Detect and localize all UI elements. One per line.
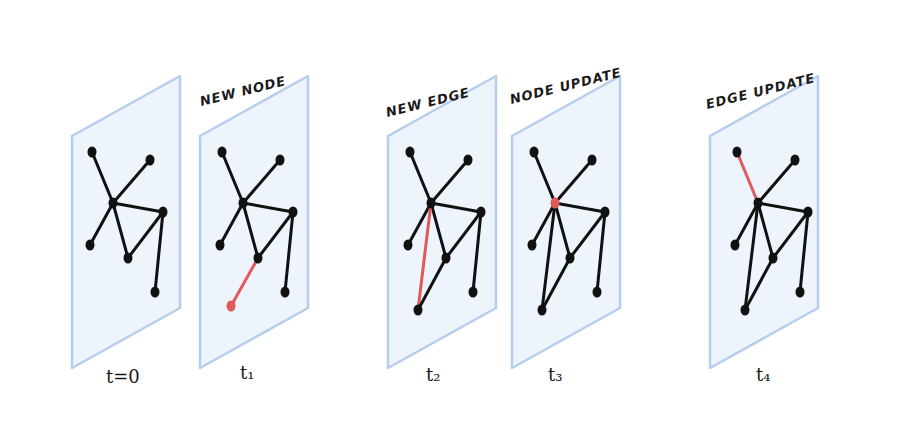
graph-edge [542,258,570,310]
graph-node [566,253,575,264]
graph-node [414,305,423,316]
graph-edge [555,203,570,258]
graph-edge [758,160,795,203]
graph-node [733,147,742,158]
time-label: t=0 [106,366,140,387]
graph-node [804,207,813,218]
graph-node [216,240,225,251]
time-panel [388,76,496,368]
graph-node [427,198,436,209]
graph-edge [758,203,773,258]
graph-edge [745,203,758,310]
time-label: t₂ [426,364,440,385]
graph-node [159,207,168,218]
graph-edge [243,203,293,212]
graph-edge [243,203,258,258]
graph-node [124,253,133,264]
graph-node [109,198,118,209]
graph-edge [745,258,773,310]
graph-node [442,253,451,264]
time-panel [710,76,818,368]
graph-node [406,147,415,158]
graph-edge [243,160,280,203]
graph-edge [431,203,446,258]
graph-edge [534,152,555,203]
graph-edge [113,160,150,203]
time-panel [72,76,180,368]
graph-node [254,253,263,264]
graph-node [731,240,740,251]
graph-edge [222,152,243,203]
graph-edge [410,152,431,203]
graph-edge [285,212,293,292]
graph-node [538,305,547,316]
graph-edge [431,160,468,203]
graph-node [469,287,478,298]
graph-node [593,287,602,298]
time-panel [512,76,620,368]
graph-node [289,207,298,218]
graph-edge [737,152,758,203]
graph-edge [555,203,605,212]
graph-edge [220,203,243,245]
time-panel [200,76,308,368]
graph-node [227,301,236,312]
graph-node [146,155,155,166]
graph-node [151,287,160,298]
graph-node [464,155,473,166]
graph-node [754,198,763,209]
graph-edge [800,212,808,292]
graph-edge [113,203,128,258]
time-label: t₁ [240,362,254,383]
graph-node [477,207,486,218]
graph-edge [473,212,481,292]
graph-node [588,155,597,166]
time-label: t₃ [548,364,562,385]
graph-edge [418,203,431,310]
graph-node [601,207,610,218]
graph-node [239,198,248,209]
time-label: t₄ [756,364,770,385]
graph-edge [155,212,163,292]
graph-node [530,147,539,158]
graph-node [88,147,97,158]
graph-node [741,305,750,316]
graph-node [528,240,537,251]
graph-edge [431,203,481,212]
graph-edge [113,203,163,212]
graph-edge [555,160,592,203]
graph-node [218,147,227,158]
graph-edge [758,203,808,212]
graph-edge [92,152,113,203]
graph-node [276,155,285,166]
graph-node [769,253,778,264]
graph-node [551,198,560,209]
graph-edge [597,212,605,292]
graph-node [281,287,290,298]
graph-edge [90,203,113,245]
graph-node [404,240,413,251]
graph-edge [542,203,555,310]
graph-node [791,155,800,166]
graph-edge [418,258,446,310]
graph-node [86,240,95,251]
graph-edge [231,258,258,306]
graph-node [796,287,805,298]
